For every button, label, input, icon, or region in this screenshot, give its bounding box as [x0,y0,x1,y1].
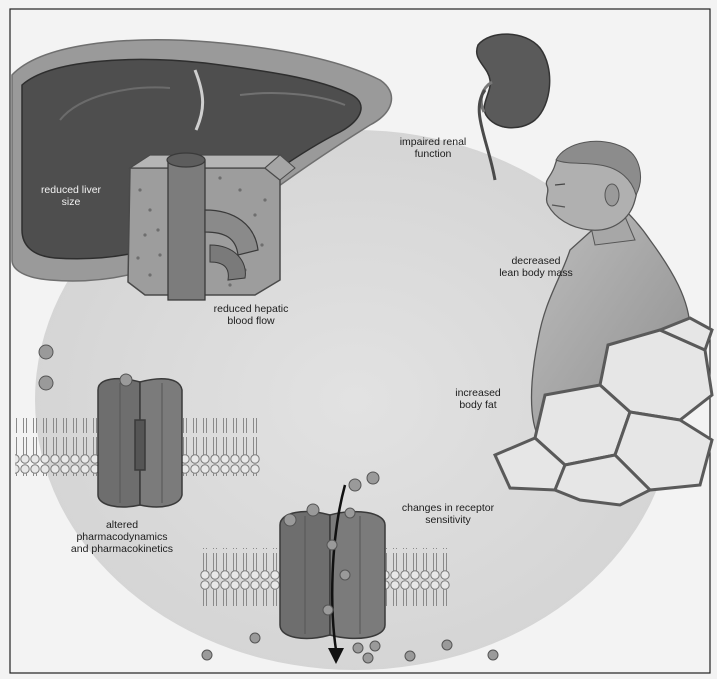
label-line: increased [440,387,516,399]
label-line: changes in receptor [388,502,508,514]
receptor-left [98,379,182,507]
label-line: reduced hepatic [198,303,304,315]
man-ear [605,184,619,206]
label-increased-body-fat: increased body fat [440,387,516,411]
hepatic-vessel [168,160,205,300]
label-line: sensitivity [388,514,508,526]
label-line: decreased [488,255,584,267]
label-line: blood flow [198,315,304,327]
kidney [477,34,550,128]
label-line: impaired renal [385,136,481,148]
label-line: lean body mass [488,267,584,279]
label-line: altered [62,519,182,531]
label-line: pharmacodynamics [62,531,182,543]
label-line: size [28,196,114,208]
label-impaired-renal-function: impaired renal function [385,136,481,160]
label-decreased-lean-body-mass: decreased lean body mass [488,255,584,279]
label-line: body fat [440,399,516,411]
label-line: reduced liver [28,184,114,196]
label-line: function [385,148,481,160]
label-reduced-liver-size: reduced liver size [28,184,114,208]
label-changes-in-receptor-sensitivity: changes in receptor sensitivity [388,502,508,526]
label-altered-pharmacodynamics: altered pharmacodynamics and pharmacokin… [62,519,182,555]
label-line: and pharmacokinetics [62,543,182,555]
label-reduced-hepatic-blood-flow: reduced hepatic blood flow [198,303,304,327]
